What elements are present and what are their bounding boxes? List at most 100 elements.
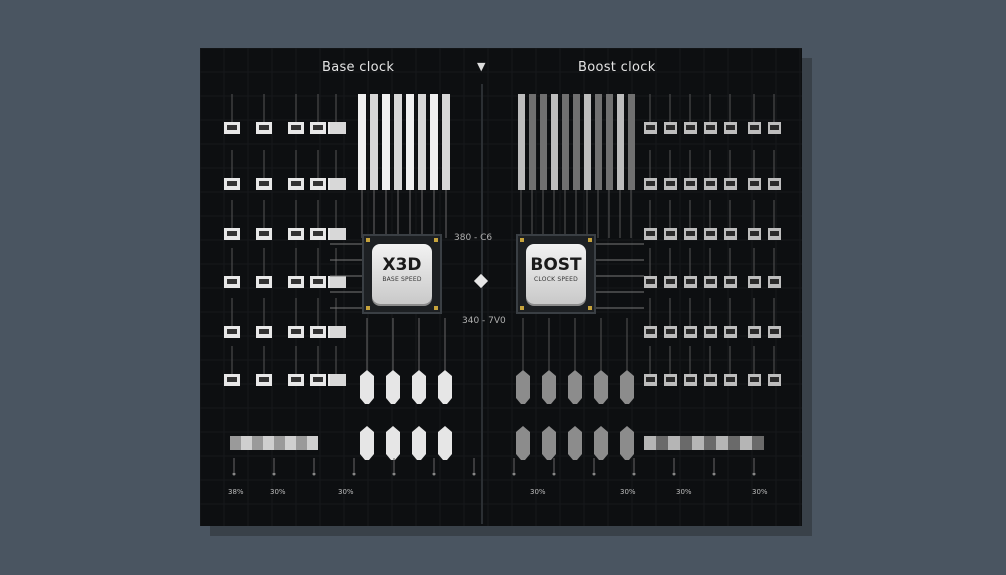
side-text-bottom: 340 - 7V0: [462, 316, 506, 326]
label-box-text: [291, 279, 301, 284]
bottom-tick-dot: [672, 472, 676, 476]
bar-right: [518, 94, 525, 190]
bar-right: [573, 94, 580, 190]
label-box-text: [750, 231, 759, 236]
bottom-tick-dot: [352, 472, 356, 476]
left-chip: X3D BASE SPEED: [362, 234, 442, 314]
label-box-text: [227, 125, 237, 130]
label-box-text: [259, 181, 269, 186]
pct-label: 30%: [620, 488, 636, 496]
diagram-board: ▼ Base clock Boost clock X3D BASE SPEED …: [200, 48, 802, 526]
label-box-text: [750, 377, 759, 382]
right-chip-die: [526, 244, 586, 304]
marker-right: [542, 370, 556, 404]
bar-right: [595, 94, 602, 190]
label-box-text: [726, 125, 735, 130]
bar-left: [418, 94, 426, 190]
right-title: Boost clock: [578, 60, 656, 75]
strip-right: [680, 436, 692, 450]
label-box-text: [227, 181, 237, 186]
strip-right: [704, 436, 716, 450]
label-box-text: [259, 329, 269, 334]
label-box-text: [646, 231, 655, 236]
label-box-text: [726, 377, 735, 382]
label-box: [330, 122, 346, 134]
bottom-tick-dot: [472, 472, 476, 476]
bar-right: [617, 94, 624, 190]
right-chip-label: BOST: [530, 255, 582, 275]
pct-label: 30%: [676, 488, 692, 496]
label-box-text: [726, 329, 735, 334]
left-title: Base clock: [322, 60, 395, 75]
label-box-text: [686, 231, 695, 236]
strip-left: [263, 436, 274, 450]
pct-label: 30%: [530, 488, 546, 496]
strip-right: [740, 436, 752, 450]
strip-left: [241, 436, 252, 450]
bar-left: [442, 94, 450, 190]
strip-right: [656, 436, 668, 450]
label-box-text: [313, 279, 323, 284]
left-chip-die: [372, 244, 432, 304]
label-box-text: [227, 377, 237, 382]
marker-left: [412, 370, 426, 404]
marker-left: [360, 426, 374, 460]
label-box-text: [750, 181, 759, 186]
label-box-text: [666, 231, 675, 236]
label-box-text: [770, 181, 779, 186]
pct-label: 30%: [752, 488, 768, 496]
label-box-text: [726, 231, 735, 236]
label-box-text: [313, 231, 323, 236]
marker-left: [386, 426, 400, 460]
strip-right: [668, 436, 680, 450]
pct-label: 30%: [338, 488, 354, 496]
label-box-text: [770, 329, 779, 334]
marker-left: [360, 370, 374, 404]
label-box-text: [686, 181, 695, 186]
strip-right: [752, 436, 764, 450]
label-box-text: [259, 279, 269, 284]
label-box-text: [227, 329, 237, 334]
label-box-text: [726, 279, 735, 284]
label-box-text: [291, 231, 301, 236]
bar-right: [584, 94, 591, 190]
bottom-tick-dot: [712, 472, 716, 476]
label-box-text: [750, 125, 759, 130]
bottom-tick-dot: [552, 472, 556, 476]
strip-left: [285, 436, 296, 450]
bar-left: [358, 94, 366, 190]
label-box-text: [750, 329, 759, 334]
label-box: [330, 276, 346, 288]
label-box: [330, 228, 346, 240]
label-box-text: [291, 125, 301, 130]
label-box-text: [666, 181, 675, 186]
circuit-graphics: [200, 48, 802, 526]
bar-left: [406, 94, 414, 190]
strip-right: [644, 436, 656, 450]
label-box-text: [770, 231, 779, 236]
label-box-text: [291, 377, 301, 382]
bar-right: [540, 94, 547, 190]
label-box: [330, 326, 346, 338]
label-box-text: [646, 181, 655, 186]
label-box-text: [706, 231, 715, 236]
right-chip: BOST CLOCK SPEED: [516, 234, 596, 314]
label-box-text: [259, 231, 269, 236]
label-box: [330, 374, 346, 386]
label-box-text: [313, 329, 323, 334]
bottom-tick-dot: [752, 472, 756, 476]
label-box-text: [666, 279, 675, 284]
label-box-text: [227, 231, 237, 236]
marker-left: [386, 370, 400, 404]
bar-right: [562, 94, 569, 190]
bar-right: [529, 94, 536, 190]
marker-right: [594, 370, 608, 404]
label-box: [330, 178, 346, 190]
bar-left: [382, 94, 390, 190]
marker-left: [438, 370, 452, 404]
label-box-text: [706, 329, 715, 334]
label-box-text: [666, 329, 675, 334]
bottom-tick-dot: [232, 472, 236, 476]
label-box-text: [706, 377, 715, 382]
label-box-text: [646, 329, 655, 334]
